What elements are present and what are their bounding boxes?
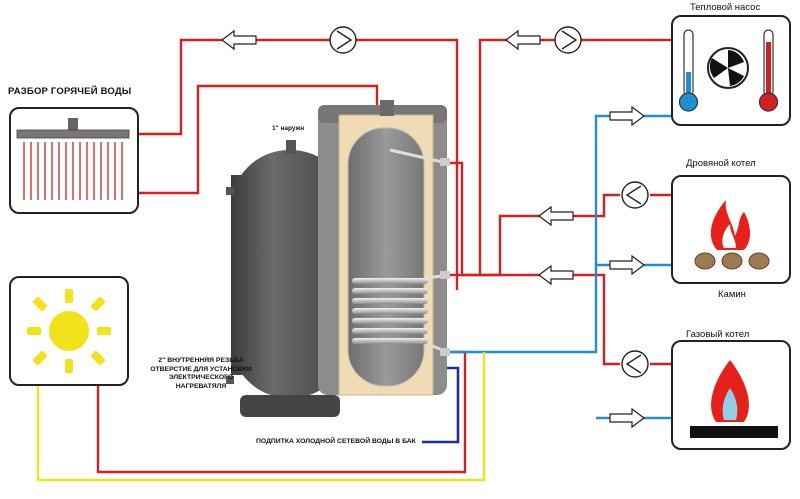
gas-flame-icon [711,360,749,422]
heater-note-label: 2" ВНУТРЕННЯЯ РЕЗЬБА ОТВЕРСТИЕ ДЛЯ УСТАН… [150,357,252,390]
arrow-icon [505,29,541,51]
lower-coil [352,273,448,354]
hot-water-draw-box [9,107,139,214]
pump-icon [621,350,649,378]
heat-pump-label: Тепловой насос [690,2,761,13]
shower-icon [16,118,130,200]
flow-arrows [221,29,645,429]
fireplace-label: Камин [718,289,746,300]
solar-box [9,276,129,386]
gas-boiler-label: Газовый котел [686,329,750,340]
arrow-icon [609,407,645,429]
heat-pump-box [671,15,791,126]
arrow-icon [609,254,645,276]
thermometer-icon [758,29,779,112]
pump-icon [329,26,357,54]
hot-pipes [96,38,672,474]
arrow-icon [221,29,257,51]
wood-boiler-label: Дровяной котел [686,158,756,169]
hot-water-draw-label: РАЗБОР ГОРЯЧЕЙ ВОДЫ [8,86,132,97]
flame-icon [710,200,750,250]
arrow-icon [609,105,645,127]
cold-supply-label: ПОДПИТКА ХОЛОДНОЙ СЕТЕВОЙ ВОДЫ В БАК [256,438,416,445]
pump-icon [621,181,649,209]
pumps [329,26,649,378]
thread-note-label: 1" наружн [272,125,305,132]
thermometer-icon [678,29,699,112]
pump-icon [554,26,582,54]
sun-icon [27,289,111,373]
fan-icon [707,47,749,89]
arrow-icon [538,205,574,227]
logs-icon [694,252,770,270]
arrow-icon [538,264,574,286]
gas-boiler-box [671,340,791,450]
upper-coil [389,148,448,165]
wood-boiler-box [671,175,791,284]
cutaway-tank [318,100,450,396]
solar-pipe [36,352,486,482]
